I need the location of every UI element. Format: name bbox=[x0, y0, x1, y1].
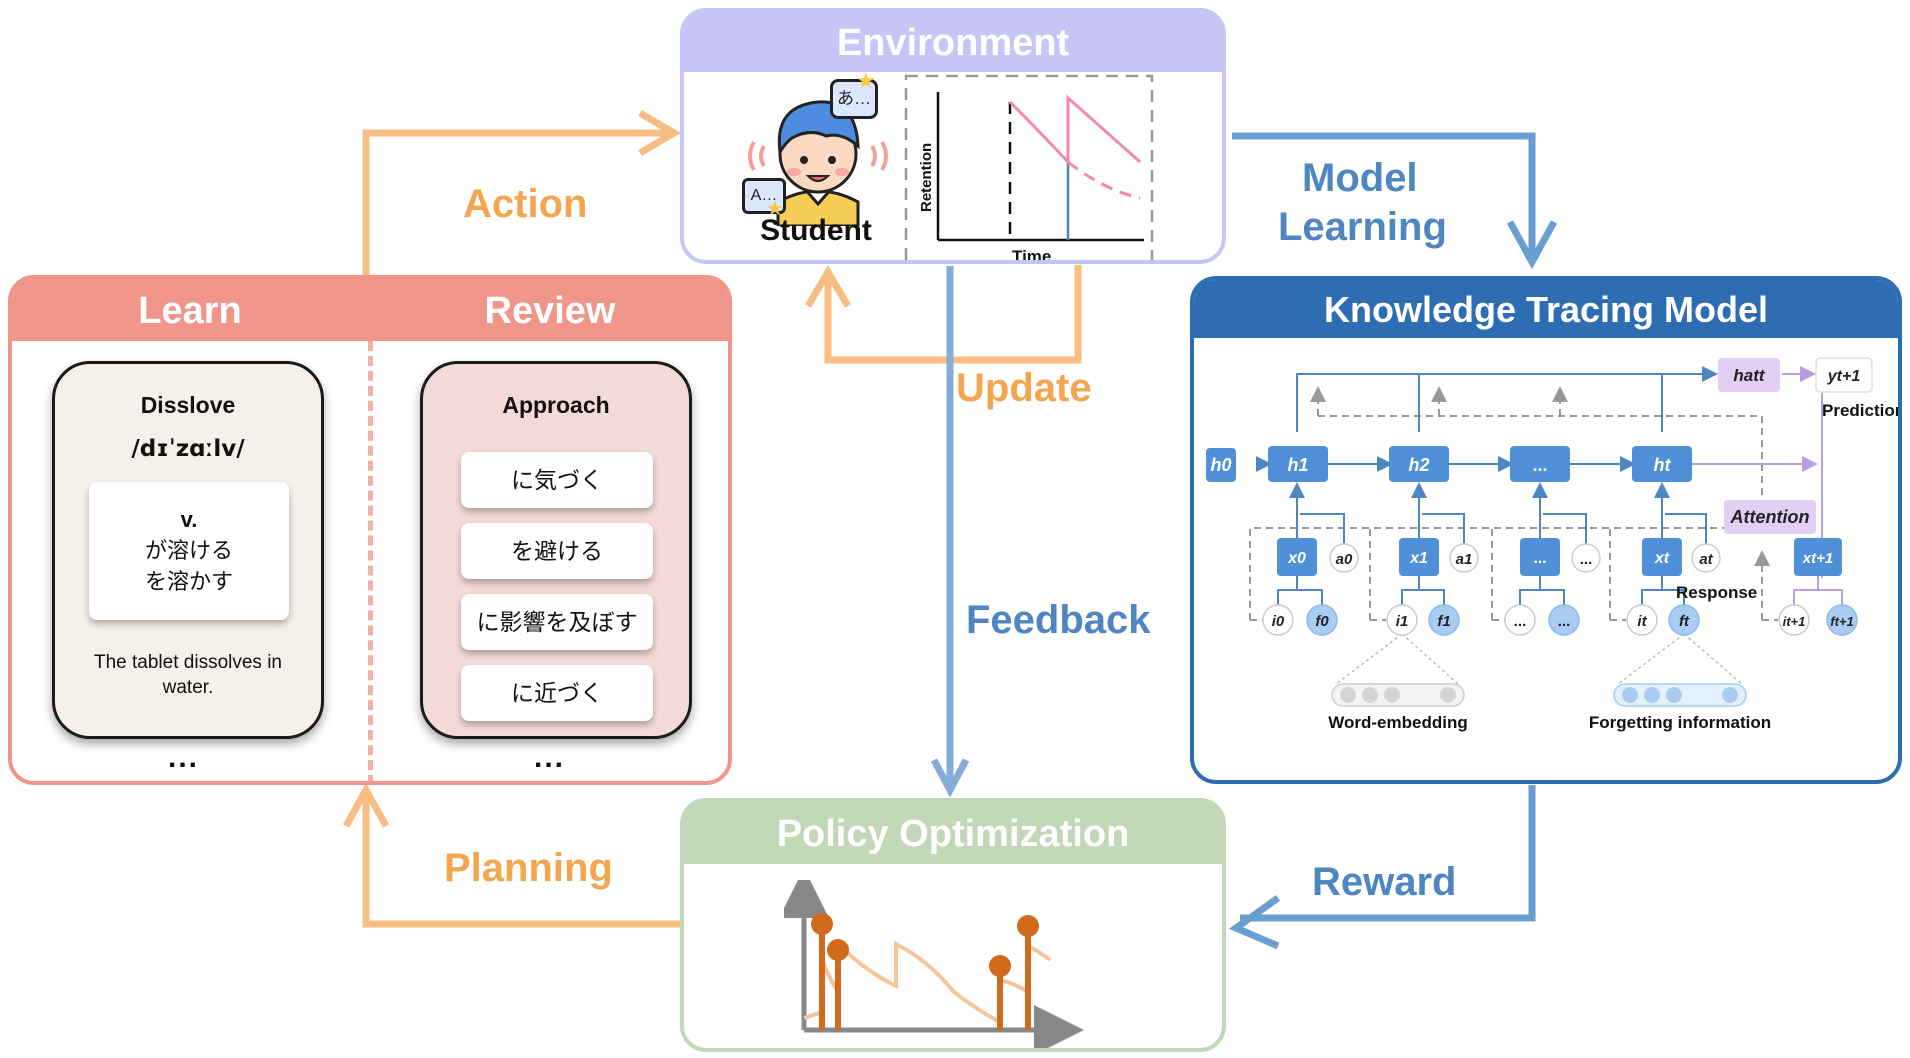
action-label: Action bbox=[463, 182, 588, 226]
a0-label: a0 bbox=[1336, 551, 1353, 568]
ht-label: ht bbox=[1654, 455, 1672, 475]
update-label: Update bbox=[956, 366, 1092, 410]
review-option-3[interactable]: に影響を及ぼす bbox=[461, 594, 653, 650]
i1-label: i1 bbox=[1396, 613, 1409, 630]
h-ellipsis-label: ... bbox=[1532, 455, 1547, 475]
word-embedding-label: Word-embedding bbox=[1328, 713, 1467, 732]
retention-chart: Retention Time bbox=[904, 74, 1154, 264]
ypred-label: yt+1 bbox=[1827, 368, 1861, 385]
meaning-pos: v. bbox=[180, 507, 198, 532]
h1-label: h1 bbox=[1287, 455, 1308, 475]
kt-model-diagram: h0 h1 h2 ... ht hatt yt+1 Prediction Att… bbox=[1206, 357, 1898, 732]
review-option-1[interactable]: に気づく bbox=[461, 452, 653, 508]
attention-label: Attention bbox=[1730, 507, 1810, 527]
meaning-line-2: を溶かす bbox=[144, 569, 233, 594]
inext-label: it+1 bbox=[1783, 614, 1806, 629]
review-more-ellipsis: ... bbox=[534, 741, 566, 774]
speech-bubble-glyph: あ… bbox=[837, 89, 871, 108]
i0-label: i0 bbox=[1272, 613, 1285, 630]
model-learning-label-line1: Model bbox=[1302, 156, 1418, 200]
prediction-label: Prediction bbox=[1822, 401, 1898, 420]
review-word: Approach bbox=[502, 392, 610, 418]
x1-label: x1 bbox=[1409, 550, 1428, 567]
f-ellipsis-label: ... bbox=[1558, 613, 1571, 630]
learn-word: Disslove bbox=[140, 392, 236, 418]
learn-meaning-box: v. が溶ける を溶かす bbox=[89, 482, 289, 620]
learn-phonetic: /dɪˈzɑːlv/ bbox=[131, 436, 245, 462]
feedback-label: Feedback bbox=[966, 598, 1151, 642]
kt-model-title: Knowledge Tracing Model bbox=[1194, 280, 1898, 338]
policy-title: Policy Optimization bbox=[684, 802, 1222, 864]
kt-model-panel: Knowledge Tracing Model bbox=[1190, 276, 1902, 784]
meaning-line-1: が溶ける bbox=[144, 538, 233, 563]
chart-ylabel: Retention bbox=[918, 143, 935, 212]
f0-label: f0 bbox=[1315, 613, 1329, 630]
i-ellipsis-label: ... bbox=[1514, 613, 1527, 630]
review-option-2[interactable]: を避ける bbox=[461, 523, 653, 579]
model-learning-label-line2: Learning bbox=[1278, 205, 1447, 249]
student-label: Student bbox=[760, 214, 872, 247]
hatt-label: hatt bbox=[1733, 366, 1766, 385]
x-ellipsis-label: ... bbox=[1533, 550, 1546, 567]
a1-label: a1 bbox=[1456, 551, 1473, 568]
flashcard-icon: A… bbox=[742, 178, 786, 214]
h2-label: h2 bbox=[1408, 455, 1429, 475]
learn-review-panel: Learn Review Disslove /dɪˈzɑːlv/ v. が溶ける… bbox=[8, 275, 732, 785]
at-label: at bbox=[1699, 551, 1713, 568]
ft-label: ft bbox=[1679, 613, 1690, 630]
chart-xlabel: Time bbox=[1012, 247, 1051, 264]
section-divider bbox=[368, 341, 373, 781]
speech-bubble-icon: あ… bbox=[830, 79, 878, 119]
x0-label: x0 bbox=[1287, 550, 1306, 567]
it-label: it bbox=[1637, 613, 1647, 630]
reward-label: Reward bbox=[1312, 860, 1457, 904]
review-card[interactable]: Approach に気づく を避ける に影響を及ぼす に近づく bbox=[420, 361, 692, 739]
flashcard-glyph: A… bbox=[750, 187, 778, 204]
environment-title: Environment bbox=[684, 12, 1222, 72]
environment-panel: Environment あ… ★ A… ★ Student Retention … bbox=[680, 8, 1226, 264]
response-label: Response bbox=[1676, 583, 1757, 602]
learn-card[interactable]: Disslove /dɪˈzɑːlv/ v. が溶ける を溶かす The tab… bbox=[52, 361, 324, 739]
forgetting-info-label: Forgetting information bbox=[1589, 713, 1771, 732]
policy-chart bbox=[784, 880, 1084, 1048]
bubble-star-icon: ★ bbox=[856, 68, 876, 93]
review-title: Review bbox=[484, 290, 616, 332]
planning-label: Planning bbox=[444, 846, 613, 890]
review-option-4[interactable]: に近づく bbox=[461, 665, 653, 721]
h0-label: h0 bbox=[1210, 455, 1231, 475]
learn-example: The tablet dissolves in water. bbox=[94, 652, 282, 698]
xnext-label: xt+1 bbox=[1802, 550, 1833, 567]
learn-more-ellipsis: ... bbox=[168, 741, 200, 774]
f1-label: f1 bbox=[1437, 613, 1450, 630]
policy-panel: Policy Optimization bbox=[680, 798, 1226, 1052]
card-star-icon: ★ bbox=[766, 198, 784, 220]
a-ellipsis-label: ... bbox=[1580, 551, 1593, 568]
learn-title: Learn bbox=[138, 290, 242, 332]
xt-label: xt bbox=[1654, 550, 1670, 567]
fnext-label: ft+1 bbox=[1830, 614, 1853, 629]
